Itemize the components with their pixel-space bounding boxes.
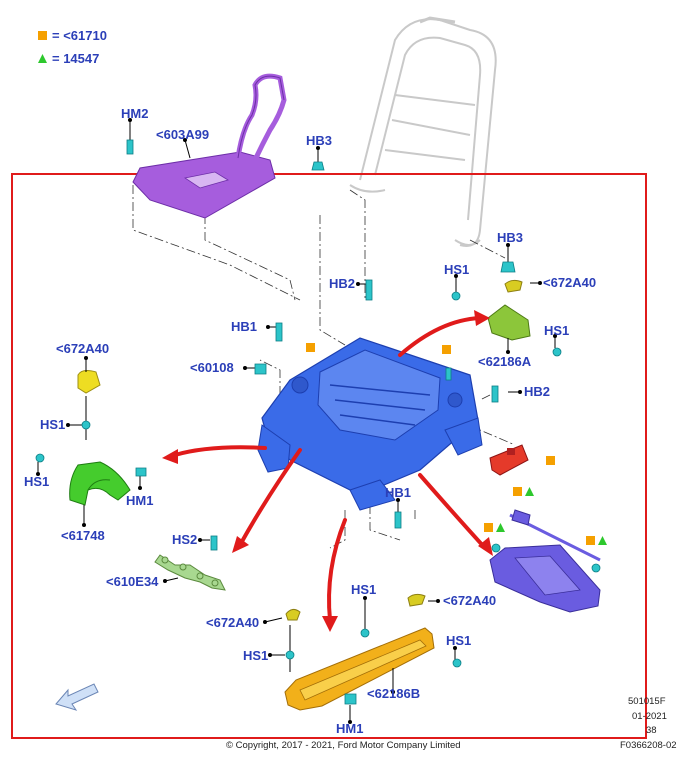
nut-icon bbox=[285, 650, 295, 660]
label-hs1-left2: HS1 bbox=[24, 474, 49, 489]
nut-icon bbox=[451, 291, 461, 301]
seat-cushion-frame bbox=[257, 337, 483, 511]
direction-arrows bbox=[173, 316, 487, 622]
clip-icon bbox=[254, 363, 267, 375]
label-hb1-left: HB1 bbox=[231, 319, 257, 334]
square-marker bbox=[442, 345, 451, 354]
legend: = <61710 = 14547 bbox=[38, 28, 107, 66]
nut-icon bbox=[35, 453, 45, 463]
side-shield-left bbox=[69, 461, 131, 506]
label-hm1-left: HM1 bbox=[126, 493, 153, 508]
label-61748: <61748 bbox=[61, 528, 105, 543]
footer: © Copyright, 2017 - 2021, Ford Motor Com… bbox=[226, 696, 677, 751]
label-hs1-bottom-left: HS1 bbox=[243, 648, 268, 663]
clip-icon bbox=[311, 161, 325, 171]
nut-icon bbox=[491, 543, 501, 553]
legend-triangle-icon bbox=[38, 54, 47, 63]
screw-icon bbox=[394, 511, 402, 529]
screw-icon bbox=[365, 279, 373, 301]
screw-icon bbox=[126, 139, 134, 155]
triangle-marker bbox=[496, 523, 505, 532]
label-672a40-bottom-left: <672A40 bbox=[206, 615, 259, 630]
label-hb1-mid: HB1 bbox=[385, 485, 411, 500]
square-marker bbox=[546, 456, 555, 465]
label-hm2: HM2 bbox=[121, 106, 148, 121]
triangle-marker bbox=[598, 536, 607, 545]
part-markers bbox=[306, 343, 607, 545]
nut-icon bbox=[591, 563, 601, 573]
screw-icon bbox=[445, 367, 452, 381]
label-610e34: <610E34 bbox=[106, 574, 159, 589]
label-hb2-right: HB2 bbox=[524, 384, 550, 399]
date-text: 01-2021 bbox=[632, 711, 667, 722]
label-hb2-top: HB2 bbox=[329, 276, 355, 291]
square-marker bbox=[306, 343, 315, 352]
label-60108: <60108 bbox=[190, 360, 234, 375]
figure-id: F0366208-02 bbox=[620, 740, 677, 751]
wiring-harness bbox=[154, 554, 226, 591]
fasteners bbox=[35, 139, 601, 705]
legend-square-icon bbox=[38, 31, 47, 40]
nut-icon bbox=[81, 420, 91, 430]
label-603a99: <603A99 bbox=[156, 127, 209, 142]
label-hs1-top-right: HS1 bbox=[444, 262, 469, 277]
screw-icon bbox=[210, 535, 218, 551]
nut-icon bbox=[360, 628, 370, 638]
label-hb3-right: HB3 bbox=[497, 230, 523, 245]
square-marker bbox=[484, 523, 493, 532]
seat-cushion-pad bbox=[132, 73, 287, 219]
arrow-heads bbox=[162, 310, 493, 632]
screw-icon bbox=[275, 322, 283, 342]
seat-adjuster-module bbox=[489, 509, 601, 613]
front-direction-arrow bbox=[55, 683, 99, 711]
label-62186b: <62186B bbox=[367, 686, 420, 701]
page-number: 38 bbox=[646, 725, 657, 736]
clip-icon bbox=[135, 467, 147, 477]
label-hm1-bottom: HM1 bbox=[336, 721, 363, 736]
valance-front bbox=[284, 627, 435, 711]
label-hs1-bottom-right: HS1 bbox=[446, 633, 471, 648]
legend-triangle-text: = 14547 bbox=[52, 51, 99, 66]
square-marker bbox=[513, 487, 522, 496]
side-shield-bracket-right bbox=[487, 304, 531, 341]
square-marker bbox=[586, 536, 595, 545]
part-labels: HM2 <603A99 HB3 HB3 HS1 <672A40 HB2 HS1 … bbox=[24, 106, 596, 736]
triangle-marker bbox=[525, 487, 534, 496]
clip-icon bbox=[344, 693, 357, 705]
legend-square-text: = <61710 bbox=[52, 28, 107, 43]
copyright-text: © Copyright, 2017 - 2021, Ford Motor Com… bbox=[226, 740, 461, 751]
label-672a40-left: <672A40 bbox=[56, 341, 109, 356]
label-62186a: <62186A bbox=[478, 354, 532, 369]
label-hs2: HS2 bbox=[172, 532, 197, 547]
seat-back-frame bbox=[349, 16, 497, 247]
ref-code: 501015F bbox=[628, 696, 666, 707]
screw-icon bbox=[491, 385, 499, 403]
nut-icon bbox=[552, 347, 562, 357]
nut-icon bbox=[452, 658, 462, 668]
label-672a40-top-right: <672A40 bbox=[543, 275, 596, 290]
label-672a40-bottom: <672A40 bbox=[443, 593, 496, 608]
label-hs1-bottom: HS1 bbox=[351, 582, 376, 597]
clip-icon bbox=[500, 261, 516, 273]
label-hs1-right: HS1 bbox=[544, 323, 569, 338]
service-area-frame bbox=[11, 173, 647, 739]
motor-actuator bbox=[489, 444, 529, 476]
label-hs1-left1: HS1 bbox=[40, 417, 65, 432]
label-hb3-top: HB3 bbox=[306, 133, 332, 148]
yellow-trim-parts bbox=[77, 279, 523, 621]
